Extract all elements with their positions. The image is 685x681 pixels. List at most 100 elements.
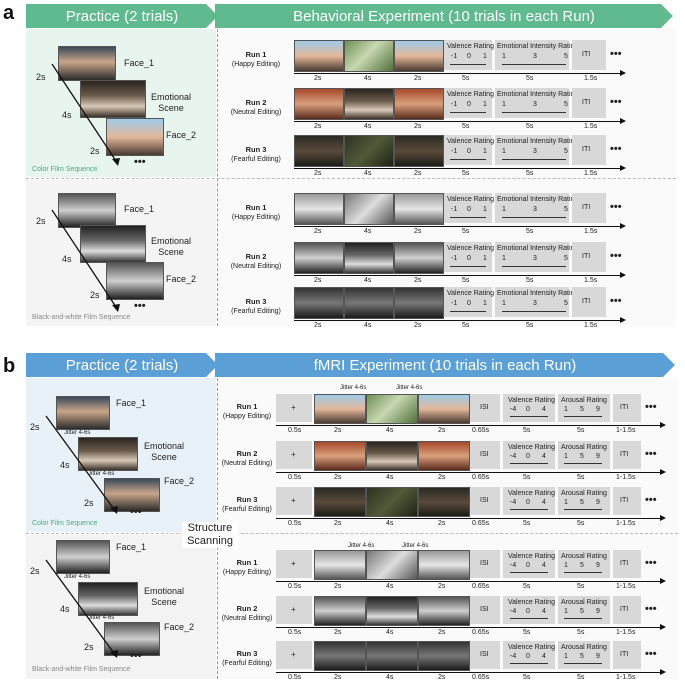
- duration-label: 4s: [364, 170, 372, 177]
- arousal-box: [558, 641, 610, 669]
- duration-label: 2s: [438, 583, 446, 590]
- more-dots: •••: [645, 603, 657, 615]
- run-name: Run 1: [245, 50, 267, 59]
- scene-text-bw: Emotional Scene: [150, 236, 192, 257]
- valence-label: Valence Rating: [447, 138, 494, 145]
- valence-tick: 1: [483, 101, 487, 108]
- arousal-label: Arousal Rating: [561, 444, 607, 451]
- valence-tick: 1: [483, 255, 487, 262]
- trial-image: [314, 550, 366, 580]
- valence-box: [444, 193, 492, 223]
- scene-image-b-bw: [78, 582, 138, 616]
- face1-label: Face_1: [124, 58, 155, 68]
- fixation-box: [276, 550, 312, 578]
- iti-box: [572, 242, 606, 272]
- trial-image: [314, 596, 366, 626]
- duration-label: 4s: [386, 583, 394, 590]
- sequence-arrow-bw: [51, 209, 120, 312]
- isi-box: [470, 596, 500, 624]
- valence-tick: -4: [510, 653, 517, 660]
- run-label: Run 3(Fearful Editing): [220, 495, 274, 514]
- duration-label: 0.5s: [288, 583, 302, 590]
- experiment-banner-b: fMRI Experiment (10 trials in each Run): [215, 353, 675, 377]
- scene-label-b-bw: Emotional Scene: [138, 586, 190, 608]
- duration-label: 4s: [386, 674, 394, 681]
- duration-label: 5s: [523, 583, 531, 590]
- arousal-tick: 9: [596, 499, 600, 506]
- intensity-tick: 3: [533, 53, 537, 60]
- valence-label: Valence Rating: [508, 444, 555, 451]
- duration-label: 1-1.5s: [616, 520, 636, 527]
- arousal-label: Arousal Rating: [561, 644, 607, 651]
- valence-scale: [450, 217, 486, 218]
- valence-tick: 4: [542, 453, 546, 460]
- duration-label: 2s: [334, 629, 342, 636]
- valence-tick: 0: [467, 53, 471, 60]
- intensity-tick: 5: [564, 206, 568, 213]
- intensity-label: Emotional Intensity Rating: [497, 91, 579, 98]
- run-condition: (Fearful Editing): [222, 506, 272, 513]
- divider-a: [217, 29, 218, 326]
- isi-box: [470, 487, 500, 515]
- time-2s-d: 2s: [90, 290, 100, 300]
- intensity-box: [495, 135, 569, 165]
- run-label: Run 2(Neutral Editing): [226, 252, 286, 271]
- intensity-tick: 1: [502, 300, 506, 307]
- duration-label: 2s: [438, 474, 446, 481]
- face1-label-b-bw: Face_1: [116, 542, 147, 552]
- scene-text-b: Emotional Scene: [143, 441, 185, 462]
- valence-box: [503, 394, 555, 422]
- fixation-box: [276, 394, 312, 422]
- more-dots: •••: [645, 401, 657, 413]
- run-condition: (Neutral Editing): [230, 109, 282, 116]
- run-condition: (Happy Editing): [222, 413, 272, 420]
- time-4s-g: 4s: [60, 604, 70, 614]
- duration-label: 1-1.5s: [616, 629, 636, 636]
- duration-label: 1.5s: [584, 228, 598, 235]
- intensity-scale: [502, 64, 566, 65]
- duration-label: 0.5s: [288, 474, 302, 481]
- jitter-top-1: Jitter 4-6s: [340, 385, 367, 391]
- run-name: Run 2: [245, 98, 267, 107]
- iti-box: [572, 193, 606, 223]
- duration-label: 1.5s: [584, 322, 598, 329]
- continuation-dots-bw: •••: [134, 300, 146, 312]
- valence-tick: 4: [542, 406, 546, 413]
- valence-scale: [510, 618, 548, 619]
- arousal-label: Arousal Rating: [561, 490, 607, 497]
- trial-image: [394, 40, 444, 72]
- run-timeline: [276, 624, 666, 630]
- duration-label: 2s: [334, 520, 342, 527]
- arousal-label: Arousal Rating: [561, 599, 607, 606]
- duration-label: 2s: [414, 228, 422, 235]
- valence-tick: -4: [510, 499, 517, 506]
- panel-b-letter: b: [3, 355, 16, 377]
- duration-label: 5s: [577, 629, 585, 636]
- duration-label: 5s: [523, 427, 531, 434]
- duration-label: 2s: [314, 170, 322, 177]
- arousal-scale: [564, 509, 602, 510]
- trial-image: [294, 135, 344, 167]
- fixation-cross: +: [291, 496, 296, 505]
- valence-tick: -1: [451, 101, 458, 108]
- fixation-cross: +: [291, 605, 296, 614]
- scene-label: Emotional Scene: [146, 92, 196, 114]
- fixation-cross: +: [291, 403, 296, 412]
- time-2s-a: 2s: [36, 72, 46, 82]
- duration-label: 4s: [364, 228, 372, 235]
- trial-image: [366, 441, 418, 471]
- trial-image: [418, 641, 470, 671]
- trial-image: [294, 40, 344, 72]
- fixation-cross: +: [291, 450, 296, 459]
- valence-tick: 0: [526, 406, 530, 413]
- more-dots: •••: [645, 448, 657, 460]
- duration-label: 4s: [364, 277, 372, 284]
- duration-label: 0.65s: [472, 474, 490, 481]
- trial-image: [366, 641, 418, 671]
- scene-label-bw: Emotional Scene: [146, 236, 196, 258]
- valence-tick: 4: [542, 562, 546, 569]
- duration-label: 4s: [386, 520, 394, 527]
- duration-label: 5s: [526, 123, 534, 130]
- more-dots: •••: [610, 201, 622, 213]
- face2-label-b-bw: Face_2: [164, 622, 195, 632]
